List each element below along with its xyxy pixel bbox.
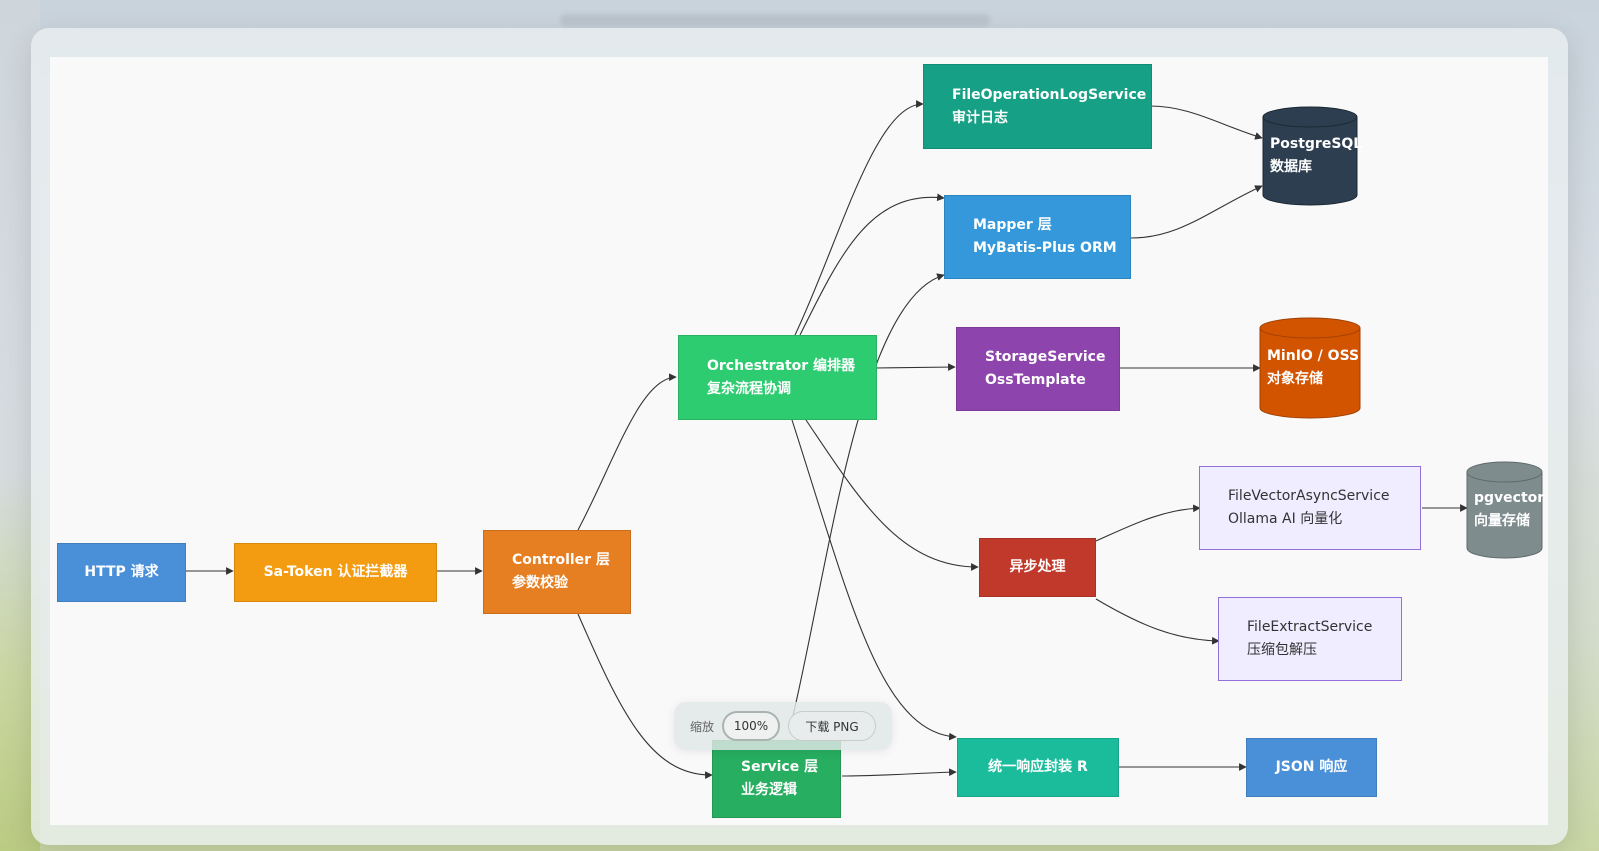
edge-controller-orchestrator — [577, 373, 677, 531]
zoom-label: 缩放 — [690, 719, 715, 734]
cylinder-postgresql-shape — [1262, 106, 1358, 206]
node-satoken-interceptor: Sa-Token 认证拦截器 — [234, 543, 437, 602]
node-storage-service: StorageService OssTemplate — [956, 327, 1120, 411]
edge-orchestrator-response — [791, 419, 957, 741]
cylinder-minio-label: MinIO / OSS 对象存储 — [1267, 348, 1360, 387]
node-service: Service 层 业务逻辑 — [712, 740, 841, 818]
cylinder-pgvector-label: pgvector 向量存储 — [1474, 490, 1545, 529]
node-file-operation-log-service: FileOperationLogService 审计日志 — [923, 64, 1152, 149]
node-http-request: HTTP 请求 — [57, 543, 186, 602]
edge-oplog-postgres — [1149, 105, 1263, 140]
cylinder-minio-shape — [1259, 317, 1361, 419]
node-orchestrator: Orchestrator 编排器 复杂流程协调 — [678, 335, 877, 420]
edge-controller-service — [577, 613, 713, 779]
cylinder-pgvector: pgvector 向量存储 — [1466, 461, 1545, 559]
node-async-processing: 异步处理 — [979, 538, 1096, 597]
background-blurred-title — [560, 14, 990, 26]
edge-async-extract — [1095, 598, 1220, 645]
node-file-extract-service: FileExtractService 压缩包解压 — [1218, 597, 1402, 681]
node-mapper: Mapper 层 MyBatis-Plus ORM — [944, 195, 1131, 279]
zoom-level-button[interactable]: 100% — [722, 711, 781, 741]
cylinder-minio-oss: MinIO / OSS 对象存储 — [1259, 317, 1361, 419]
cylinder-postgresql: PostgreSQL 数据库 — [1262, 106, 1363, 206]
edge-service-mapper — [791, 273, 945, 721]
edge-orchestrator-async — [805, 419, 979, 571]
edge-orchestrator-mapper — [799, 193, 945, 336]
node-unified-response: 统一响应封装 R — [957, 738, 1119, 797]
node-file-vector-async-service: FileVectorAsyncService Ollama AI 向量化 — [1199, 466, 1421, 550]
cylinder-pgvector-shape — [1466, 461, 1543, 559]
edge-service-response — [841, 768, 957, 777]
edge-orchestrator-oplog — [794, 100, 924, 336]
edge-orchestrator-storage — [873, 363, 956, 371]
zoom-toolbar: 缩放 100% 下载 PNG — [674, 702, 892, 750]
cylinder-postgresql-label: PostgreSQL 数据库 — [1270, 136, 1363, 175]
edge-async-vector — [1095, 504, 1201, 542]
node-controller: Controller 层 参数校验 — [483, 530, 631, 614]
download-png-button[interactable]: 下载 PNG — [788, 711, 877, 741]
edge-mapper-postgres — [1130, 185, 1263, 239]
node-json-response: JSON 响应 — [1246, 738, 1377, 797]
